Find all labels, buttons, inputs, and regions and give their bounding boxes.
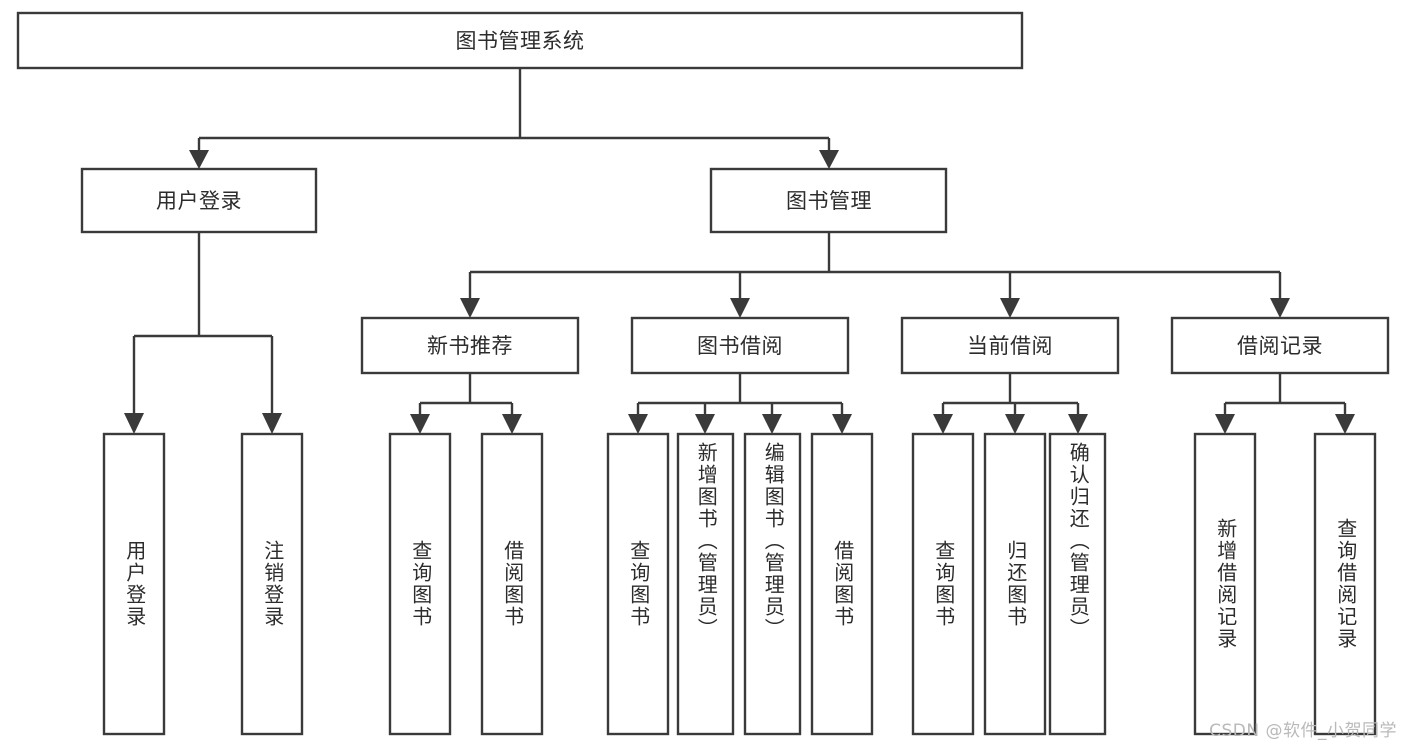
node-root[interactable]: 图书管理系统 [16, 11, 1024, 70]
node-root-box[interactable] [16, 11, 1024, 70]
arrow-head-leaf-edit-book [762, 414, 782, 434]
arrow-head-leaf-return-book [1005, 414, 1025, 434]
leaf-query-book-1-box[interactable] [388, 432, 452, 736]
node-book-manage-box[interactable] [709, 167, 948, 234]
node-borrow-record-label: 借阅记录 [1237, 334, 1323, 358]
arrow-head-leaf-borrow-book-2 [832, 414, 852, 434]
node-new-book-recommend[interactable]: 新书推荐 [360, 316, 580, 375]
leaf-query-book-3-box[interactable] [911, 432, 975, 736]
node-book-manage-label: 图书管理 [786, 189, 872, 213]
node-book-borrow-box[interactable] [630, 316, 850, 375]
connectors-group [124, 68, 1355, 434]
leaf-borrow-book-2-box[interactable] [810, 432, 874, 736]
arrow-head-leaf-query-book-2 [628, 414, 648, 434]
node-borrow-record[interactable]: 借阅记录 [1170, 316, 1390, 375]
leaf-add-book-box[interactable] [676, 432, 735, 736]
leaf-logout-box[interactable] [240, 432, 304, 736]
leaf-confirm-return-box[interactable] [1048, 432, 1107, 736]
node-book-borrow-label: 图书借阅 [697, 334, 783, 358]
arrow-head-leaf-add-record [1215, 414, 1235, 434]
arrow-head-leaf-logout [262, 413, 282, 434]
arrow-head-leaf-confirm-return [1068, 414, 1088, 434]
leaf-user-login-box[interactable] [102, 432, 166, 736]
node-book-manage[interactable]: 图书管理 [709, 167, 948, 234]
arrow-head-book-manage [819, 150, 839, 169]
leaf-boxes-group [102, 432, 1377, 736]
arrow-head-leaf-query-book-1 [410, 414, 430, 434]
arrow-head-current-borrow [1000, 298, 1020, 318]
arrow-head-borrow-record [1270, 298, 1290, 318]
node-root-label: 图书管理系统 [456, 29, 585, 53]
leaf-query-book-2-box[interactable] [606, 432, 670, 736]
arrow-head-book-borrow [730, 298, 750, 318]
arrow-head-leaf-user-login [124, 413, 144, 434]
arrow-head-leaf-add-book [695, 414, 715, 434]
arrow-head-leaf-borrow-book-1 [502, 414, 522, 434]
node-current-borrow-label: 当前借阅 [967, 334, 1053, 358]
node-current-borrow-box[interactable] [900, 316, 1120, 375]
arrow-head-leaf-query-book-3 [933, 414, 953, 434]
node-book-borrow[interactable]: 图书借阅 [630, 316, 850, 375]
node-borrow-record-box[interactable] [1170, 316, 1390, 375]
leaf-borrow-book-1-box[interactable] [480, 432, 544, 736]
node-new-book-recommend-label: 新书推荐 [427, 334, 513, 358]
node-new-book-recommend-box[interactable] [360, 316, 580, 375]
leaf-add-record-box[interactable] [1193, 432, 1257, 736]
arrow-head-leaf-query-record [1335, 414, 1355, 434]
leaf-query-record-box[interactable] [1313, 432, 1377, 736]
arrow-head-new-book-recommend [460, 298, 480, 318]
arrow-head-user-login [189, 150, 209, 169]
leaf-return-book-box[interactable] [983, 432, 1047, 736]
node-user-login-label: 用户登录 [156, 189, 242, 213]
csdn-watermark: CSDN @软件_小贺同学 [1209, 721, 1397, 741]
node-user-login[interactable]: 用户登录 [80, 167, 318, 234]
leaf-edit-book-box[interactable] [743, 432, 802, 736]
node-user-login-box[interactable] [80, 167, 318, 234]
node-current-borrow[interactable]: 当前借阅 [900, 316, 1120, 375]
